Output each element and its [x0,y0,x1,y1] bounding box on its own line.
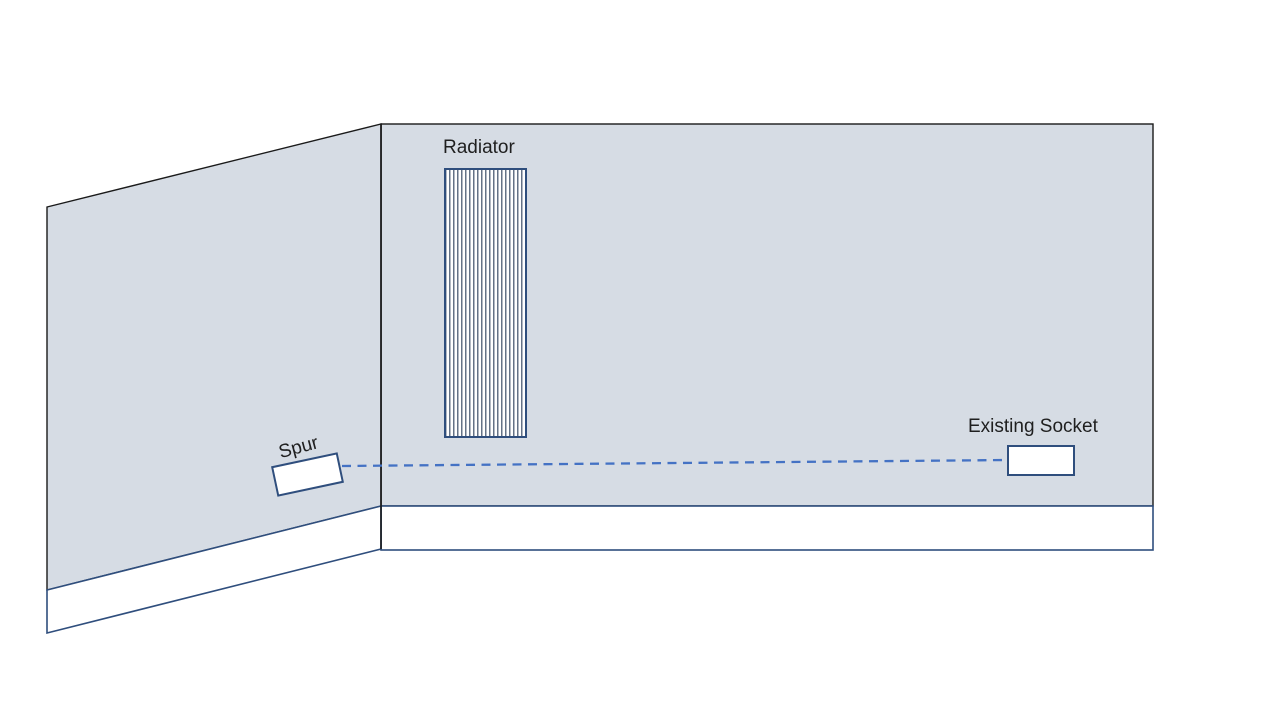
existing-socket-box [1007,445,1075,476]
radiator-label: Radiator [443,137,515,158]
radiator [444,168,527,438]
existing-socket-label: Existing Socket [968,416,1099,437]
spur-box [271,452,344,497]
cable-dashed-line [341,458,1011,468]
right-skirting-board [380,505,1154,551]
spur-box-group [271,452,344,497]
